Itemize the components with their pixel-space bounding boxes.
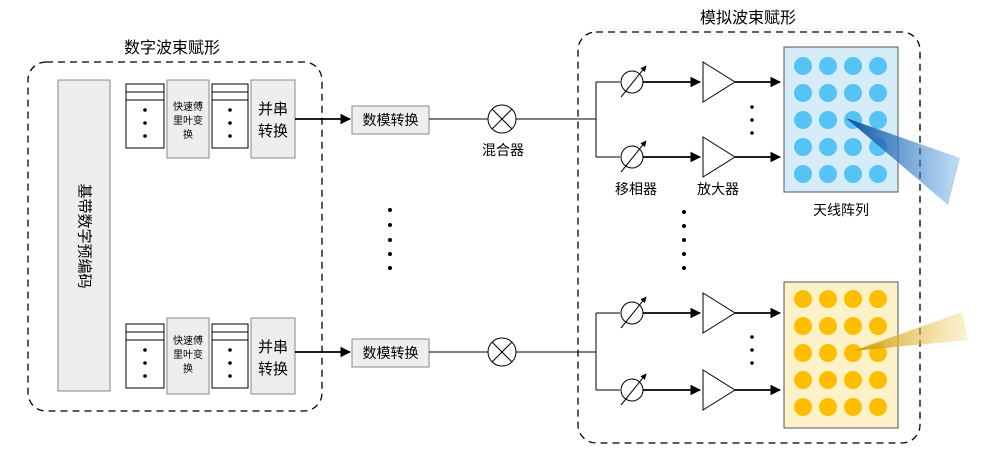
dac-label-bottom: 数模转换 (363, 345, 419, 362)
antenna-element-top (819, 138, 837, 156)
amplifier-label: 放大器 (697, 182, 739, 198)
svg-text:并串转换: 并串转换 (258, 338, 288, 378)
antenna-element-bottom (844, 371, 862, 389)
antenna-element-bottom (794, 344, 812, 362)
antenna-element-bottom (844, 317, 862, 335)
precoding-label: 基带数字预编码 (76, 183, 94, 288)
antenna-element-bottom (819, 290, 837, 308)
dac-block-bottom (351, 338, 430, 368)
antenna-element-top (844, 57, 862, 75)
ellipsis-dots-middle (388, 208, 392, 270)
antenna-element-top (819, 84, 837, 102)
antenna-element-top (819, 165, 837, 183)
antenna-elements-bottom (794, 290, 887, 416)
digital-chain-top: 快速傅里叶变换 并串转换 (125, 79, 296, 159)
antenna-element-top (844, 138, 862, 156)
svg-text:并串转换: 并串转换 (258, 100, 288, 140)
antenna-element-top (794, 57, 812, 75)
antenna-element-bottom (819, 371, 837, 389)
dac-block-top (351, 105, 430, 135)
antenna-element-top (794, 111, 812, 129)
analog-beamforming-box (577, 31, 921, 444)
svg-text:快速傅里叶变换: 快速傅里叶变换 (173, 100, 203, 141)
antenna-element-top (869, 165, 887, 183)
p2s-block-top (250, 79, 296, 159)
antenna-element-top (794, 138, 812, 156)
antenna-element-bottom (819, 344, 837, 362)
mixer-icon-top (487, 104, 517, 134)
antenna-element-bottom (794, 398, 812, 416)
antenna-element-bottom (869, 317, 887, 335)
beam-bottom (853, 312, 968, 351)
antenna-element-bottom (869, 371, 887, 389)
antenna-element-bottom (869, 398, 887, 416)
antenna-element-top (819, 57, 837, 75)
precoding-block (57, 79, 111, 392)
antenna-element-top (819, 111, 837, 129)
mixer-icon-bottom (487, 337, 517, 367)
antenna-element-bottom (844, 290, 862, 308)
phase-shifter-label: 移相器 (615, 182, 657, 198)
antenna-element-bottom (819, 317, 837, 335)
digital-chain-bottom: 快速傅里叶变换 并串转换 (125, 317, 296, 395)
antenna-element-bottom (794, 317, 812, 335)
beam-top (846, 118, 960, 205)
svg-text:快速傅里叶变换: 快速傅里叶变换 (173, 334, 203, 375)
antenna-element-top (794, 84, 812, 102)
analog-branches-top (595, 61, 782, 178)
analog-beamforming-title: 模拟波束赋形 (700, 8, 796, 27)
antenna-element-bottom (844, 344, 862, 362)
mixer-label: 混合器 (482, 143, 524, 159)
fft-block-top (166, 79, 210, 159)
fft-block-bottom (166, 317, 210, 395)
antenna-element-top (869, 111, 887, 129)
antenna-element-top (844, 84, 862, 102)
antenna-element-bottom (844, 398, 862, 416)
antenna-element-top (794, 165, 812, 183)
antenna-element-bottom (869, 290, 887, 308)
antenna-element-top (869, 57, 887, 75)
dac-label-top: 数模转换 (363, 112, 419, 129)
digital-beamforming-box (27, 61, 323, 412)
ellipsis-dots-analog (682, 210, 686, 270)
antenna-element-top (869, 84, 887, 102)
antenna-element-bottom (794, 371, 812, 389)
antenna-array-label: 天线阵列 (813, 203, 869, 219)
digital-beamforming-title: 数字波束赋形 (124, 38, 220, 57)
p2s-block-bottom (250, 317, 296, 395)
antenna-element-bottom (794, 290, 812, 308)
antenna-element-bottom (819, 398, 837, 416)
analog-branches-bottom (595, 292, 782, 411)
antenna-element-top (844, 165, 862, 183)
